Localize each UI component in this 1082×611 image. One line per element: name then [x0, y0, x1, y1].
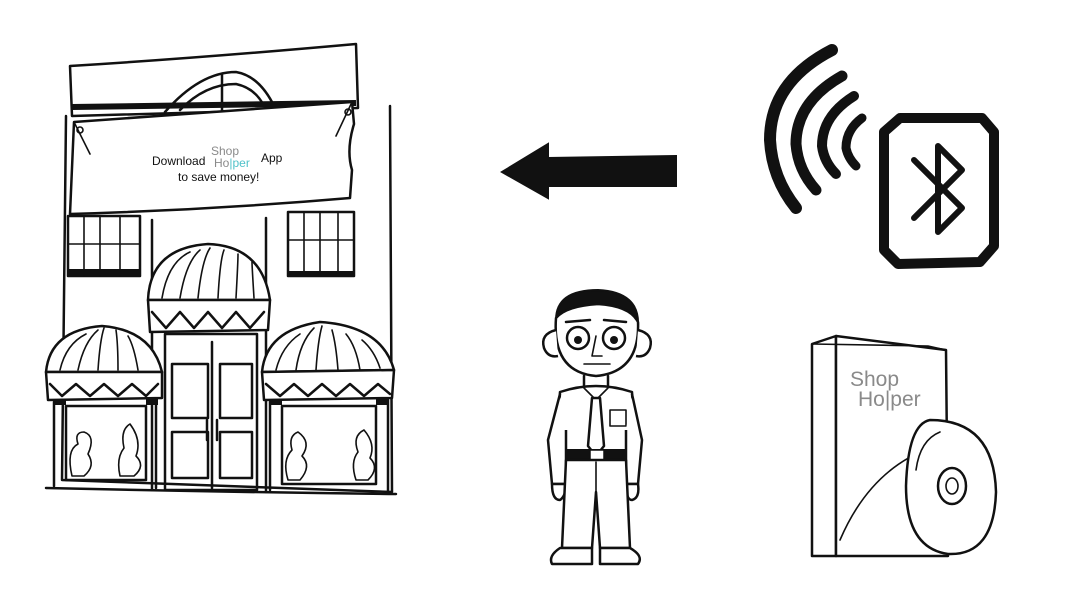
banner-brand-bar: | [229, 156, 232, 170]
download-banner: Download Shop Ho|per App to save money! [68, 100, 356, 216]
banner-save-text: to save money! [178, 170, 259, 184]
person-illustration [542, 288, 652, 566]
wireless-signal-icon [763, 44, 867, 214]
banner-brand-bottom: Ho|per [214, 156, 250, 170]
banner-app-text: App [261, 151, 283, 165]
storefront-illustration: Download Shop Ho|per App to save money! [44, 42, 398, 496]
left-awning [44, 324, 164, 490]
cd-disc-icon [904, 418, 998, 556]
banner-brand-top: Shop [211, 144, 239, 158]
upper-windows [66, 210, 356, 278]
banner-brand-ho: Ho [214, 156, 230, 170]
box-brand-top: Shop [850, 368, 899, 391]
banner-brand-per: per [232, 156, 249, 170]
arrow-left-icon [500, 142, 677, 200]
box-brand-bottom: Ho|per [858, 388, 921, 411]
bluetooth-icon [879, 113, 999, 269]
banner-download-text: Download [152, 154, 205, 168]
center-awning [146, 242, 272, 334]
right-awning [260, 320, 396, 494]
